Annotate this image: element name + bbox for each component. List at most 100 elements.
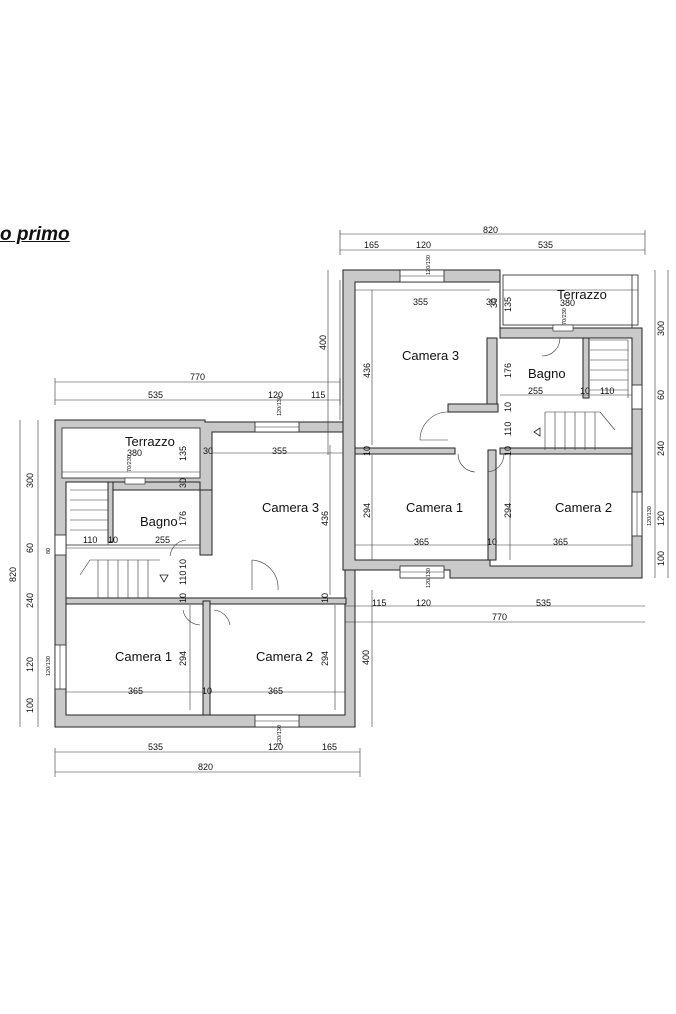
dim-label: 535 bbox=[536, 598, 551, 608]
right-dimension-chains bbox=[327, 230, 669, 623]
dim-label: 770 bbox=[190, 372, 205, 382]
dim-label: 535 bbox=[148, 742, 163, 752]
left-dimension-chains bbox=[19, 280, 373, 777]
right-bagno-wall bbox=[486, 337, 498, 409]
dim-label: 110 bbox=[503, 422, 513, 436]
right-plan bbox=[342, 269, 643, 579]
right-outer-walls bbox=[342, 269, 643, 579]
dim-label: 10 bbox=[362, 446, 372, 456]
dim-label: 135 bbox=[178, 446, 188, 461]
dim-label: 365 bbox=[268, 686, 283, 696]
dim-label: 10 bbox=[580, 386, 590, 396]
dim-label: 10 bbox=[108, 535, 118, 545]
dim-label: 120/130 bbox=[426, 568, 432, 588]
dim-label: 365 bbox=[553, 537, 568, 547]
dim-label: 300 bbox=[25, 473, 35, 488]
dim-label: 120 bbox=[656, 511, 666, 526]
dim-label: 294 bbox=[362, 503, 372, 518]
dim-label: 60 bbox=[25, 543, 35, 553]
right-stairs bbox=[544, 339, 629, 450]
dim-label: 70/230 bbox=[562, 308, 568, 325]
dim-label: 30 bbox=[203, 446, 213, 456]
dim-label: 70/230 bbox=[127, 455, 133, 472]
dim-label: 10 bbox=[178, 593, 188, 603]
dim-label: 115 bbox=[311, 390, 325, 400]
right-camera2-label: Camera 2 bbox=[555, 500, 612, 515]
dim-label: 30 bbox=[489, 298, 499, 308]
right-terrazzo-area bbox=[502, 274, 639, 326]
dim-label: 165 bbox=[364, 240, 379, 250]
left-plan bbox=[54, 419, 356, 728]
left-camera2-label: Camera 2 bbox=[256, 649, 313, 664]
floor-title: o primo bbox=[0, 224, 70, 245]
dim-label: 30 bbox=[178, 478, 188, 488]
right-terrazzo-label: Terrazzo bbox=[557, 287, 607, 302]
dim-label: 365 bbox=[128, 686, 143, 696]
dim-label: 400 bbox=[361, 650, 371, 665]
right-camera1-label: Camera 1 bbox=[406, 500, 463, 515]
dim-label: 294 bbox=[320, 651, 330, 666]
dim-label: 120 bbox=[268, 390, 283, 400]
dim-label: 10 bbox=[503, 402, 513, 412]
dim-label: 294 bbox=[178, 651, 188, 666]
dim-label: 100 bbox=[656, 551, 666, 566]
dim-label: 365 bbox=[414, 537, 429, 547]
right-camera-partition bbox=[487, 449, 497, 561]
dim-label: 120/130 bbox=[277, 396, 283, 416]
dim-label: 60 bbox=[656, 390, 666, 400]
dim-label: 255 bbox=[155, 535, 170, 545]
dim-label: 240 bbox=[656, 441, 666, 456]
dim-label: 135 bbox=[503, 297, 513, 312]
dim-label: 120/130 bbox=[277, 725, 283, 745]
dim-label: 820 bbox=[483, 225, 498, 235]
left-bagno-label: Bagno bbox=[140, 514, 178, 529]
right-bagno-label: Bagno bbox=[528, 366, 566, 381]
dim-label: 110 bbox=[600, 386, 614, 396]
left-stairs bbox=[70, 489, 160, 598]
dim-label: 120 bbox=[268, 742, 283, 752]
dim-label: 294 bbox=[503, 503, 513, 518]
dim-label: 770 bbox=[492, 612, 507, 622]
left-terrazzo-label: Terrazzo bbox=[125, 434, 175, 449]
dim-label: 10 bbox=[178, 559, 188, 569]
dim-label: 436 bbox=[362, 363, 372, 378]
dim-label: 355 bbox=[413, 297, 428, 307]
dim-label: 120 bbox=[416, 598, 431, 608]
dim-label: 535 bbox=[538, 240, 553, 250]
dim-label: 110 bbox=[83, 535, 97, 545]
dim-label: 176 bbox=[503, 363, 513, 378]
dim-label: 820 bbox=[8, 567, 18, 582]
dim-label: 110 bbox=[178, 571, 188, 585]
dim-label: 535 bbox=[148, 390, 163, 400]
right-camera3-label: Camera 3 bbox=[402, 348, 459, 363]
dim-label: 380 bbox=[127, 448, 142, 458]
dim-label: 240 bbox=[25, 593, 35, 608]
dim-label: 255 bbox=[528, 386, 543, 396]
dim-label: 120/130 bbox=[426, 255, 432, 275]
dim-label: 355 bbox=[272, 446, 287, 456]
dim-label: 10 bbox=[503, 446, 513, 456]
left-terrazzo-area bbox=[61, 427, 201, 479]
dim-label: 436 bbox=[320, 511, 330, 526]
dim-label: 120 bbox=[416, 240, 431, 250]
dim-label: 10 bbox=[320, 593, 330, 603]
dim-label: 120 bbox=[25, 657, 35, 672]
left-camera3-label: Camera 3 bbox=[262, 500, 319, 515]
dim-label: 100 bbox=[25, 698, 35, 713]
dim-label: 115 bbox=[372, 598, 386, 608]
dim-label: 820 bbox=[198, 762, 213, 772]
dim-label: 80 bbox=[46, 548, 52, 554]
dim-label: 380 bbox=[560, 298, 575, 308]
dim-label: 400 bbox=[318, 335, 328, 350]
dim-label: 10 bbox=[202, 686, 212, 696]
dim-label: 300 bbox=[656, 321, 666, 336]
dim-label: 120/130 bbox=[647, 506, 653, 526]
dim-label: 10 bbox=[487, 537, 497, 547]
dim-label: 120/130 bbox=[46, 656, 52, 676]
left-camera-partition bbox=[202, 600, 211, 716]
dim-label: 176 bbox=[178, 511, 188, 526]
dim-label: 165 bbox=[322, 742, 337, 752]
left-camera1-label: Camera 1 bbox=[115, 649, 172, 664]
left-bagno-wall bbox=[199, 489, 213, 556]
